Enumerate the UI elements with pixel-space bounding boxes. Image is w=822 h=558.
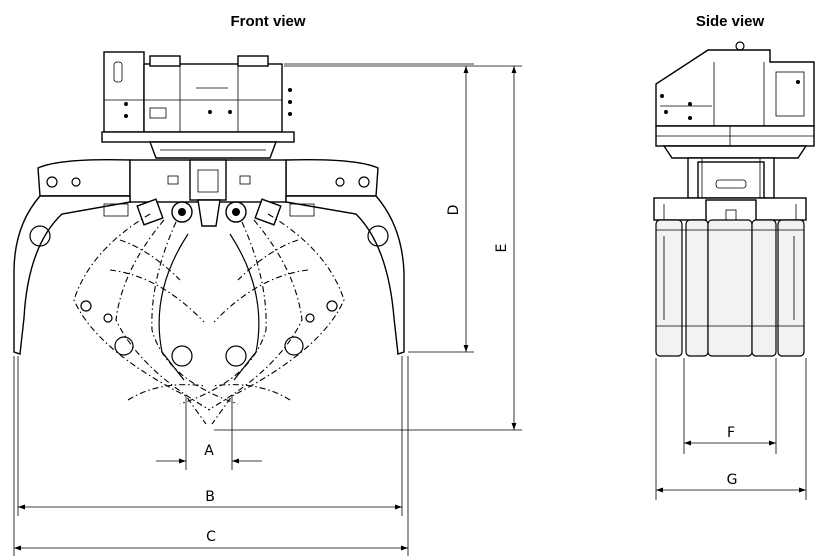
side-rotator-housing [655,41,815,159]
front-hinges [136,198,282,227]
dimension-e: E [494,66,517,430]
side-tines [655,219,805,357]
dimension-g: G [656,472,806,493]
front-tine-pins [80,300,338,367]
dimension-b-label: B [205,489,215,505]
side-jaw-frame [653,197,807,225]
side-mount [687,157,775,199]
dimension-f: F [684,425,776,446]
dimension-e-label: E [494,244,510,253]
front-rotator-housing [101,51,295,159]
front-view: A B C D E [13,51,522,556]
dimension-c: C [13,529,408,551]
side-extension-lines [655,358,807,500]
dimension-a: A [156,443,262,464]
front-tine-motion [73,213,345,425]
dimension-b: B [18,489,402,510]
front-frame [37,158,379,203]
dimension-d-label: D [446,205,462,216]
dimension-c-label: C [206,529,216,545]
dimension-d: D [446,66,469,352]
side-view: F G [653,41,815,500]
front-outer-jaws [13,195,405,355]
front-extension-lines [13,63,522,556]
front-view-title: Front view [230,13,305,30]
dimension-g-label: G [727,472,738,488]
side-view-title: Side view [696,13,765,30]
dimension-f-label: F [727,425,735,441]
dimension-a-label: A [204,443,214,459]
